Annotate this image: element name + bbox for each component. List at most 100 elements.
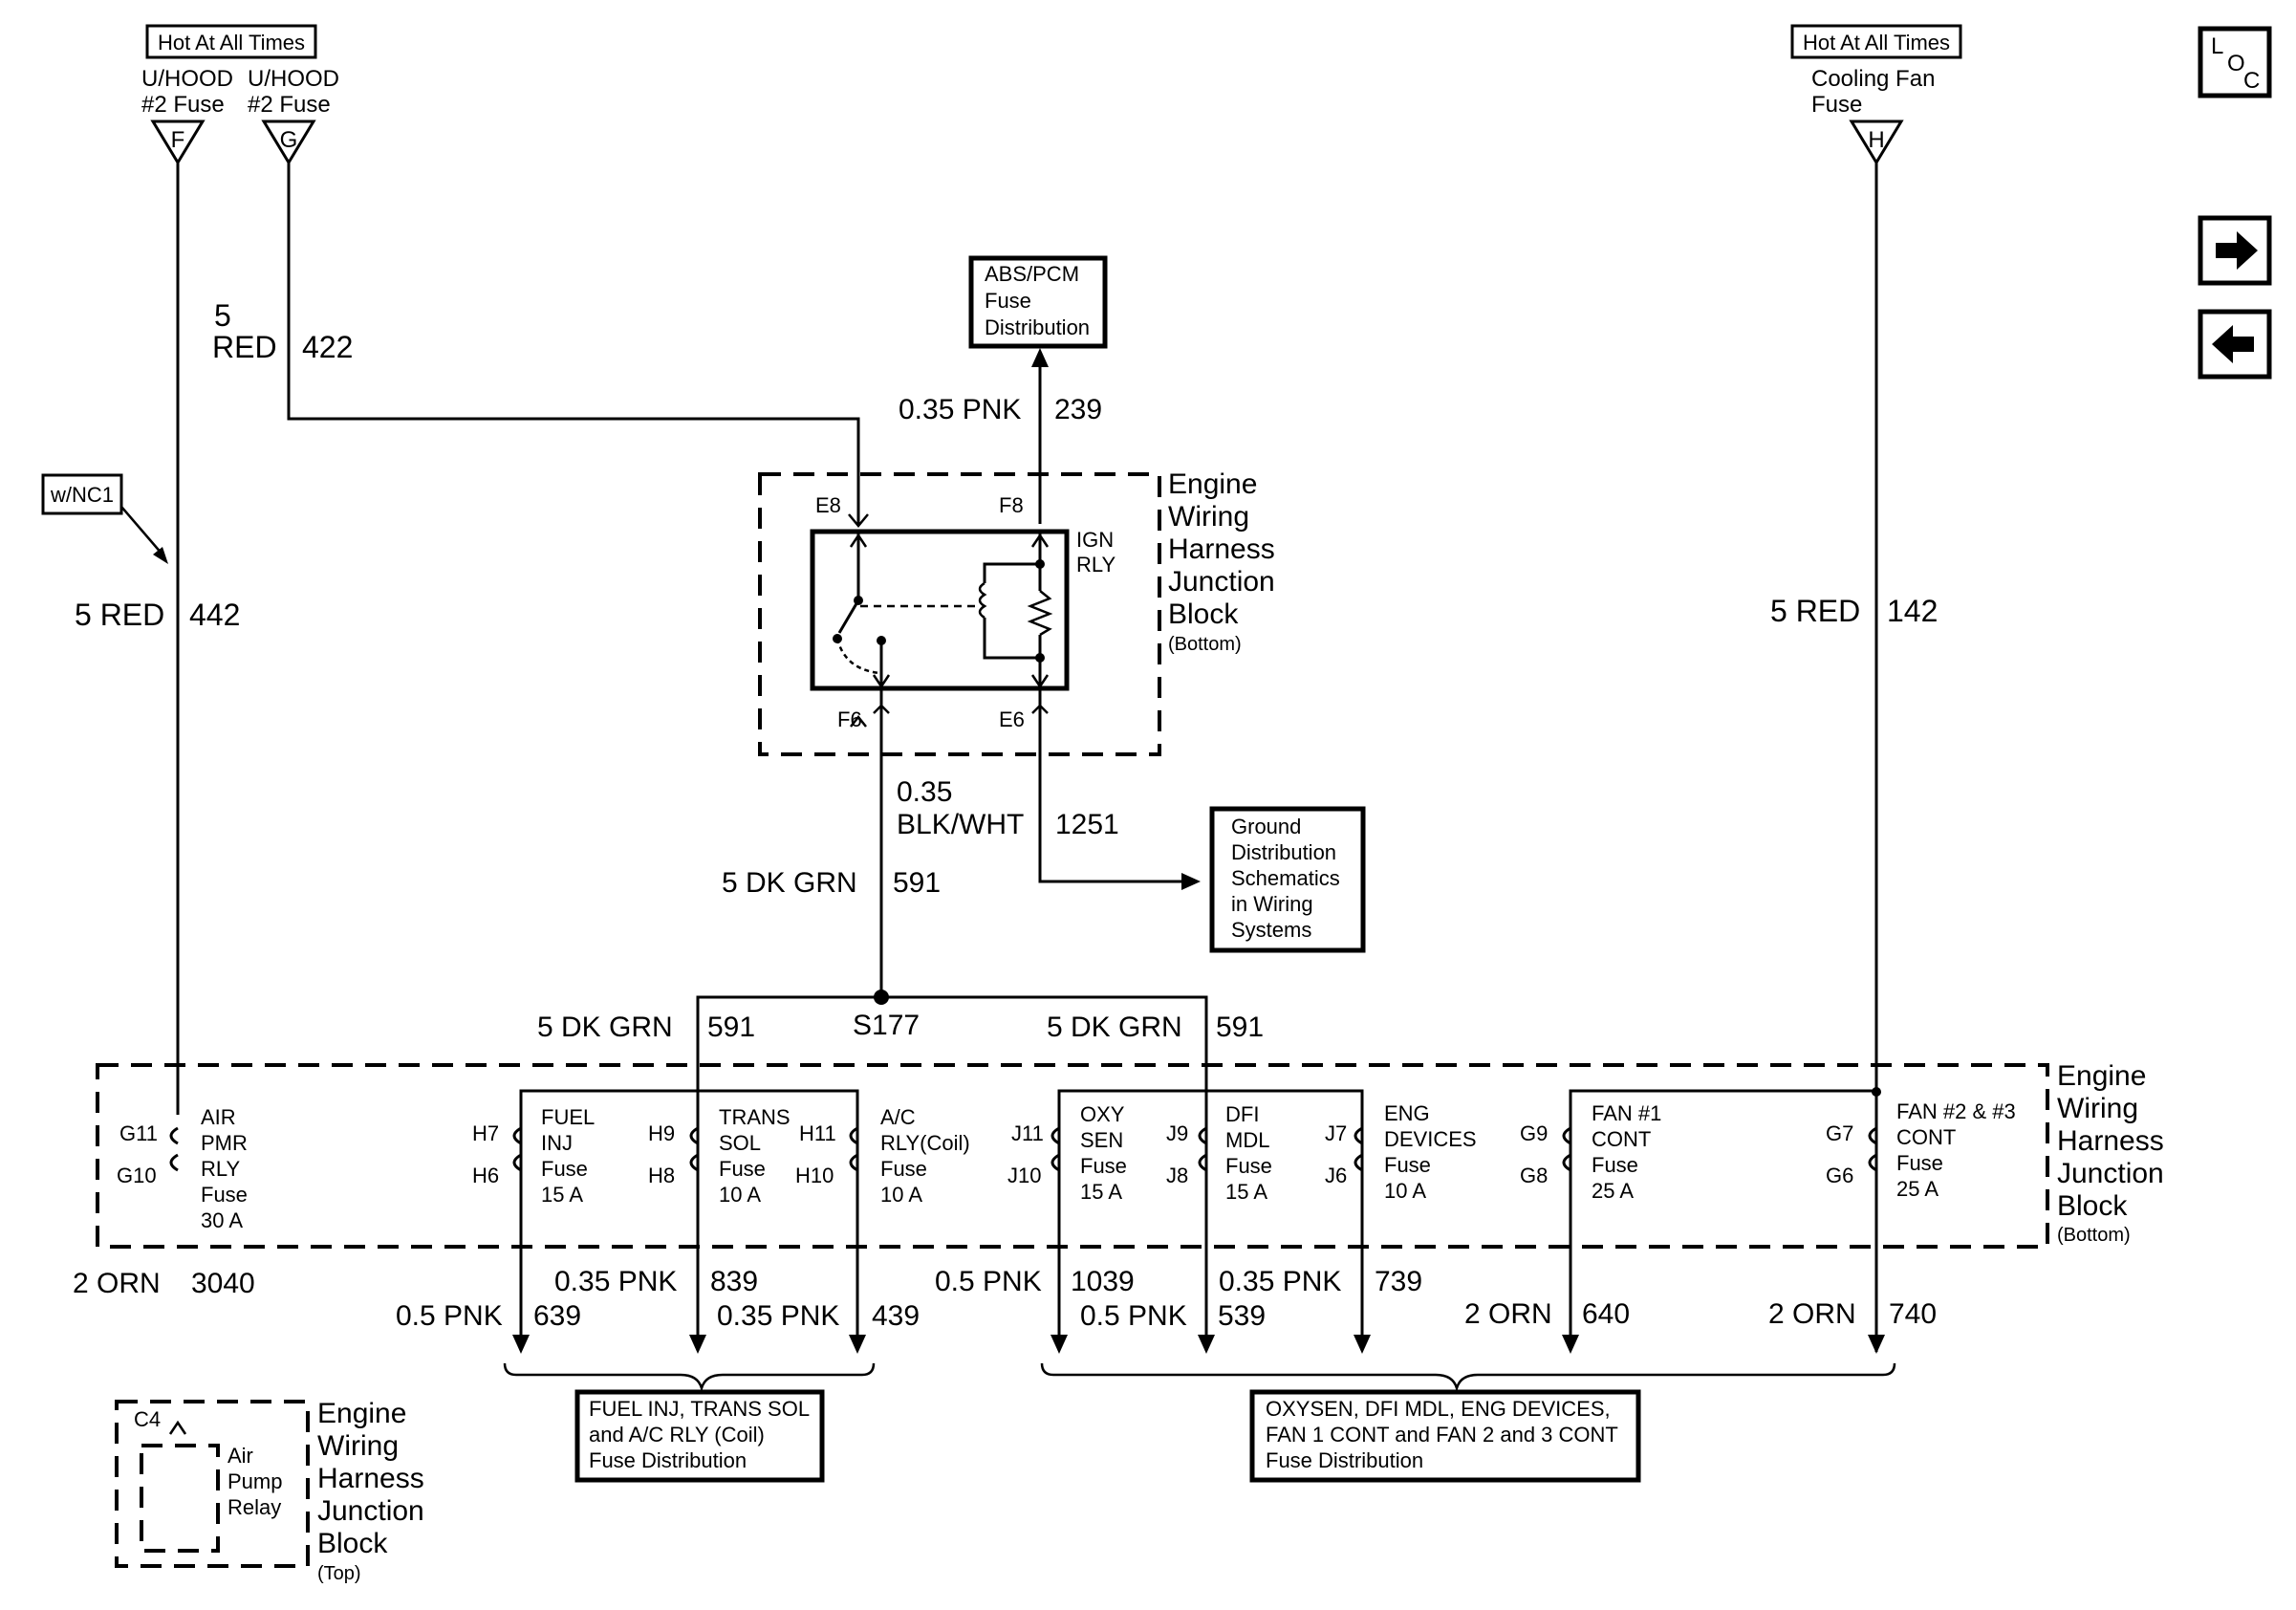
fuse-h-label-2: Fuse [1811, 92, 1862, 118]
svg-text:Fuse: Fuse [880, 1157, 927, 1181]
svg-text:DEVICES: DEVICES [1384, 1127, 1477, 1151]
fuse-fan-1-cont: G9 G8 FAN #1 CONT Fuse 25 A [1520, 1101, 1661, 1338]
svg-text:Systems: Systems [1231, 918, 1311, 942]
pin-c4: C4 [134, 1407, 161, 1431]
ign-relay [810, 529, 1070, 691]
source-hot-right: Hot At All Times [1790, 24, 1962, 59]
fuse-trans-sol: H9 H8 TRANS SOL Fuse 10 A [648, 1091, 791, 1338]
svg-text:G7: G7 [1826, 1121, 1853, 1145]
bus-left [519, 1089, 859, 1128]
svg-text:G10: G10 [117, 1164, 157, 1187]
svg-text:RLY(Coil): RLY(Coil) [880, 1131, 970, 1155]
svg-text:10 A: 10 A [719, 1183, 761, 1207]
svg-text:OXYSEN, DFI MDL, ENG DEVICES,: OXYSEN, DFI MDL, ENG DEVICES, [1266, 1397, 1611, 1421]
wire-239-label: 0.35 PNK [899, 394, 1021, 425]
svg-text:Harness: Harness [317, 1463, 424, 1494]
loc-icon[interactable]: L O C [2198, 26, 2272, 98]
svg-text:H8: H8 [648, 1164, 675, 1187]
svg-text:Fuse: Fuse [1896, 1151, 1943, 1175]
ign-relay-label-2: RLY [1076, 553, 1116, 577]
fuse-eng-devices: J7 J6 ENG DEVICES Fuse 10 A [1325, 1101, 1477, 1338]
wire-1251-circuit: 1251 [1055, 809, 1119, 840]
svg-text:J11: J11 [1011, 1121, 1044, 1145]
wire-740-circuit: 740 [1889, 1298, 1937, 1330]
wire-422 [287, 163, 860, 524]
svg-text:Fuse Distribution: Fuse Distribution [589, 1448, 747, 1472]
wire-639-label: 0.5 PNK [396, 1300, 503, 1332]
svg-text:Engine: Engine [2057, 1060, 2146, 1092]
svg-text:O: O [2227, 51, 2245, 76]
abs-pcm-box: ABS/PCM Fuse Distribution [968, 255, 1108, 349]
svg-text:H11: H11 [799, 1121, 836, 1145]
pin-f8: F8 [999, 493, 1024, 517]
svg-text:J8: J8 [1166, 1164, 1188, 1187]
ground-distribution-box: Ground Distribution Schematics in Wiring… [1209, 806, 1366, 953]
wire-539-label: 0.5 PNK [1080, 1300, 1187, 1332]
wire-422-circuit: 422 [302, 330, 353, 364]
svg-text:OXY: OXY [1080, 1102, 1125, 1126]
fuse-oxy-sen: J11 J10 OXY SEN Fuse 15 A [1007, 1102, 1127, 1338]
wire-439-label: 0.35 PNK [717, 1300, 839, 1332]
svg-text:15 A: 15 A [1080, 1180, 1122, 1204]
wire-1251-color: BLK/WHT [897, 809, 1024, 840]
terminal-f: F [150, 120, 206, 165]
svg-text:Fuse: Fuse [985, 289, 1031, 313]
svg-text:25 A: 25 A [1592, 1179, 1634, 1203]
svg-text:SEN: SEN [1080, 1128, 1123, 1152]
wire-3040-label: 2 ORN [73, 1268, 161, 1299]
wire-1251 [1038, 688, 1185, 883]
option-box: w/NC1 [41, 473, 123, 515]
fuse-g-label-2: #2 Fuse [248, 92, 331, 118]
wire-640-label: 2 ORN [1464, 1298, 1552, 1330]
wire-591-right-circuit: 591 [1216, 1012, 1264, 1043]
wire-1251-gauge: 0.35 [897, 776, 952, 808]
svg-text:FAN 1 CONT and FAN 2 and 3 CON: FAN 1 CONT and FAN 2 and 3 CONT [1266, 1423, 1618, 1447]
wire-639-circuit: 639 [533, 1300, 581, 1332]
wire-739-label: 0.35 PNK [1219, 1266, 1341, 1297]
wire-640-circuit: 640 [1582, 1298, 1630, 1330]
bus-right [1057, 1089, 1364, 1128]
wire-591-left-circuit: 591 [707, 1012, 755, 1043]
svg-text:H7: H7 [472, 1121, 499, 1145]
svg-text:MDL: MDL [1225, 1128, 1269, 1152]
svg-text:F: F [171, 127, 185, 153]
svg-text:Harness: Harness [1168, 533, 1275, 565]
fuse-h-label-1: Cooling Fan [1811, 66, 1935, 92]
wire-439-circuit: 439 [872, 1300, 920, 1332]
svg-text:Wiring: Wiring [317, 1430, 399, 1462]
svg-text:Engine: Engine [317, 1398, 406, 1429]
svg-text:INJ: INJ [541, 1131, 573, 1155]
arrow-right-icon[interactable] [2198, 215, 2272, 286]
svg-text:L: L [2211, 33, 2223, 59]
svg-text:Fuse: Fuse [1384, 1153, 1431, 1177]
splice-label: S177 [853, 1010, 920, 1041]
arrow-left-icon[interactable] [2198, 309, 2272, 380]
svg-text:ENG: ENG [1384, 1101, 1430, 1125]
svg-text:J7: J7 [1325, 1121, 1347, 1145]
svg-text:Fuse: Fuse [1225, 1154, 1272, 1178]
svg-text:FAN #2 & #3: FAN #2 & #3 [1896, 1099, 2016, 1123]
svg-text:Schematics: Schematics [1231, 866, 1340, 890]
svg-text:Engine: Engine [1168, 468, 1257, 500]
wire-739-circuit: 739 [1375, 1266, 1422, 1297]
air-pump-relay [140, 1444, 220, 1553]
fuse-air-pmr-rly: G11 G10 AIR PMR RLY Fuse 30 A [117, 1105, 248, 1232]
svg-text:30 A: 30 A [201, 1208, 243, 1232]
svg-text:AIR: AIR [201, 1105, 236, 1129]
fuse-dfi-mdl: J9 J8 DFI MDL Fuse 15 A [1166, 1091, 1272, 1338]
wire-142-label: 5 RED [1770, 594, 1860, 628]
relay-junction-block [758, 472, 1161, 756]
svg-text:Wiring: Wiring [1168, 501, 1249, 533]
wire-422-color: RED [212, 330, 277, 364]
svg-text:(Bottom): (Bottom) [2057, 1225, 2131, 1246]
svg-text:J10: J10 [1007, 1164, 1041, 1187]
fuse-ac-rly-coil: H11 H10 A/C RLY(Coil) Fuse 10 A [795, 1105, 970, 1338]
svg-text:G11: G11 [119, 1121, 158, 1145]
svg-text:Distribution: Distribution [985, 315, 1090, 339]
svg-text:Fuse: Fuse [719, 1157, 766, 1181]
svg-text:DFI: DFI [1225, 1102, 1259, 1126]
svg-text:Junction: Junction [1168, 566, 1275, 598]
wire-740-label: 2 ORN [1768, 1298, 1856, 1330]
svg-text:Junction: Junction [317, 1495, 424, 1527]
svg-text:RLY: RLY [201, 1157, 240, 1181]
